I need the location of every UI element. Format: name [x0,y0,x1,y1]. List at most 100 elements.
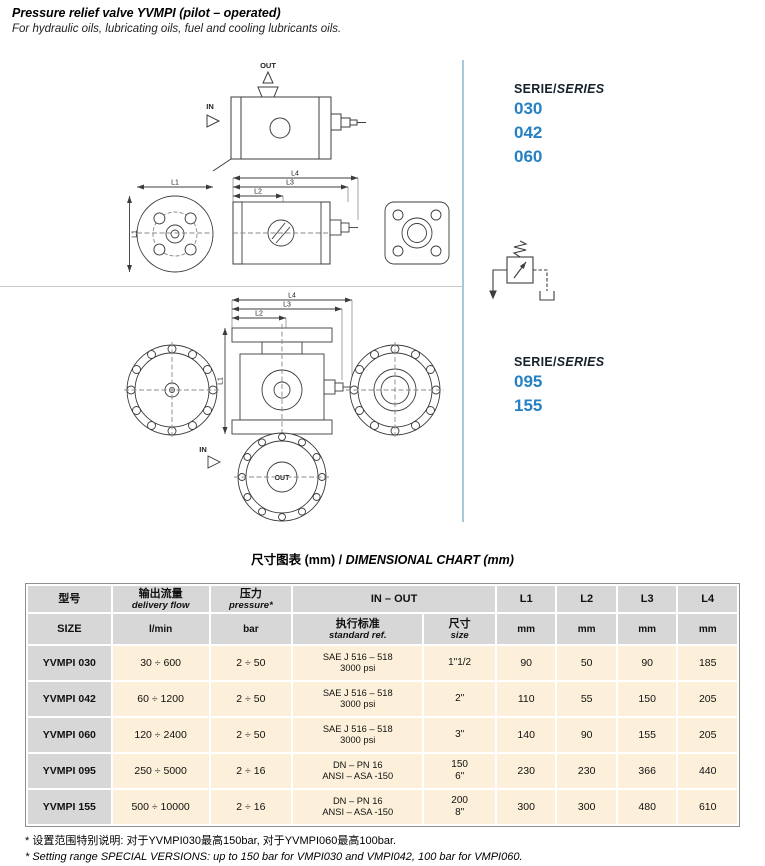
out-label: OUT [260,61,276,70]
cell-flow: 500 ÷ 10000 [112,790,209,824]
dim-label-l3: L3 [283,302,291,309]
series-number: 155 [514,396,543,415]
cell-l2: 55 [557,682,616,716]
in-arrow-icon [206,114,221,128]
dim-label-l1: L1 [171,180,179,187]
horizontal-rule [0,286,462,287]
cell-size: 1"1/2 [424,646,495,680]
series-number: 042 [514,123,543,142]
series-number: 060 [514,147,543,166]
in-arrow-icon [207,455,222,469]
cell-pressure: 2 ÷ 16 [210,754,292,788]
drawing-valve-side-view: OUT IN [206,61,366,172]
col-header-l4: L4 [678,586,737,612]
dim-label-l4: L4 [288,293,296,300]
cell-l1: 90 [496,646,556,680]
tank-symbol-icon [539,291,555,301]
footer-notes: * 设置范围特别说明: 对于YVMPI030最高150bar, 对于YVMPI0… [25,832,523,863]
section-title: 尺寸图表 (mm) / DIMENSIONAL CHART (mm) [251,553,514,567]
dim-label-l1-vertical: L1 [218,377,225,385]
cell-model: YVMPI 155 [28,790,111,824]
footnote-zh: * 设置范围特别说明: 对于YVMPI030最高150bar, 对于YVMPI0… [25,835,397,847]
dim-label-l4: L4 [291,171,299,178]
spring-icon [512,240,528,258]
cell-pressure: 2 ÷ 50 [210,646,292,680]
drawing-flange-section-views: L4 L3 L2 L1 L1 [127,171,450,273]
dim-label-l3: L3 [286,180,294,187]
drawing-flanged-valve-views: L4 L3 L2 L1 [124,293,444,522]
col-header-l1: L1 [496,586,556,612]
vertical-divider [462,60,464,522]
col-subheader-flow-unit: l/min [112,614,209,644]
cell-l2: 50 [557,646,616,680]
cell-l3: 90 [617,646,677,680]
cell-l2: 230 [557,754,616,788]
hydraulic-symbol [489,240,555,301]
col-subheader-pressure-unit: bar [210,614,292,644]
cell-pressure: 2 ÷ 50 [210,682,292,716]
cell-flow: 120 ÷ 2400 [112,718,209,752]
cell-l2: 90 [557,718,616,752]
cell-model: YVMPI 030 [28,646,111,680]
page-title: Pressure relief valve YVMPI (pilot – ope… [12,6,281,20]
cell-l3: 150 [617,682,677,716]
series-number: 095 [514,372,543,391]
cell-size: 3" [424,718,495,752]
table-row: YVMPI 060 120 ÷ 2400 2 ÷ 50 SAE J 516 – … [28,718,737,752]
col-subheader-size: SIZE [28,614,111,644]
cell-l4: 440 [678,754,737,788]
out-label: OUT [275,475,291,482]
out-arrow-icon [262,70,274,84]
cell-l4: 205 [678,682,737,716]
series-label: SERIE/SERIES [514,355,605,369]
cell-flow: 30 ÷ 600 [112,646,209,680]
cell-l2: 300 [557,790,616,824]
series-block-top: SERIE/SERIES 030 042 060 [514,82,604,168]
col-header-model: 型号 [28,586,111,612]
cell-l4: 185 [678,646,737,680]
cell-model: YVMPI 060 [28,718,111,752]
cell-model: YVMPI 095 [28,754,111,788]
dim-label-l1-vertical: L1 [132,230,139,238]
cell-l1: 300 [496,790,556,824]
col-header-l3: L3 [617,586,677,612]
cell-pressure: 2 ÷ 16 [210,790,292,824]
cell-l4: 205 [678,718,737,752]
footnote-en: * Setting range SPECIAL VERSIONS: up to … [25,851,523,863]
page-header: Pressure relief valve YVMPI (pilot – ope… [12,6,341,35]
series-number: 030 [514,99,543,118]
cell-model: YVMPI 042 [28,682,111,716]
cell-l1: 230 [496,754,556,788]
dim-label-l2: L2 [254,189,262,196]
cell-l1: 110 [496,682,556,716]
cell-l3: 155 [617,718,677,752]
col-header-in-out: IN – OUT [293,586,495,612]
table-row: YVMPI 042 60 ÷ 1200 2 ÷ 50 SAE J 516 – 5… [28,682,737,716]
col-subheader-l4-unit: mm [678,614,737,644]
col-header-l2: L2 [557,586,616,612]
series-block-bottom: SERIE/SERIES 095 155 [514,355,604,417]
cell-size: 2" [424,682,495,716]
in-label: IN [206,102,214,111]
table-row: YVMPI 030 30 ÷ 600 2 ÷ 50 SAE J 516 – 51… [28,646,737,680]
cell-pressure: 2 ÷ 50 [210,718,292,752]
dim-label-l2: L2 [255,311,263,318]
page-subtitle: For hydraulic oils, lubricating oils, fu… [12,23,342,35]
section-title-zh: 尺寸图表 (mm) [251,553,336,567]
